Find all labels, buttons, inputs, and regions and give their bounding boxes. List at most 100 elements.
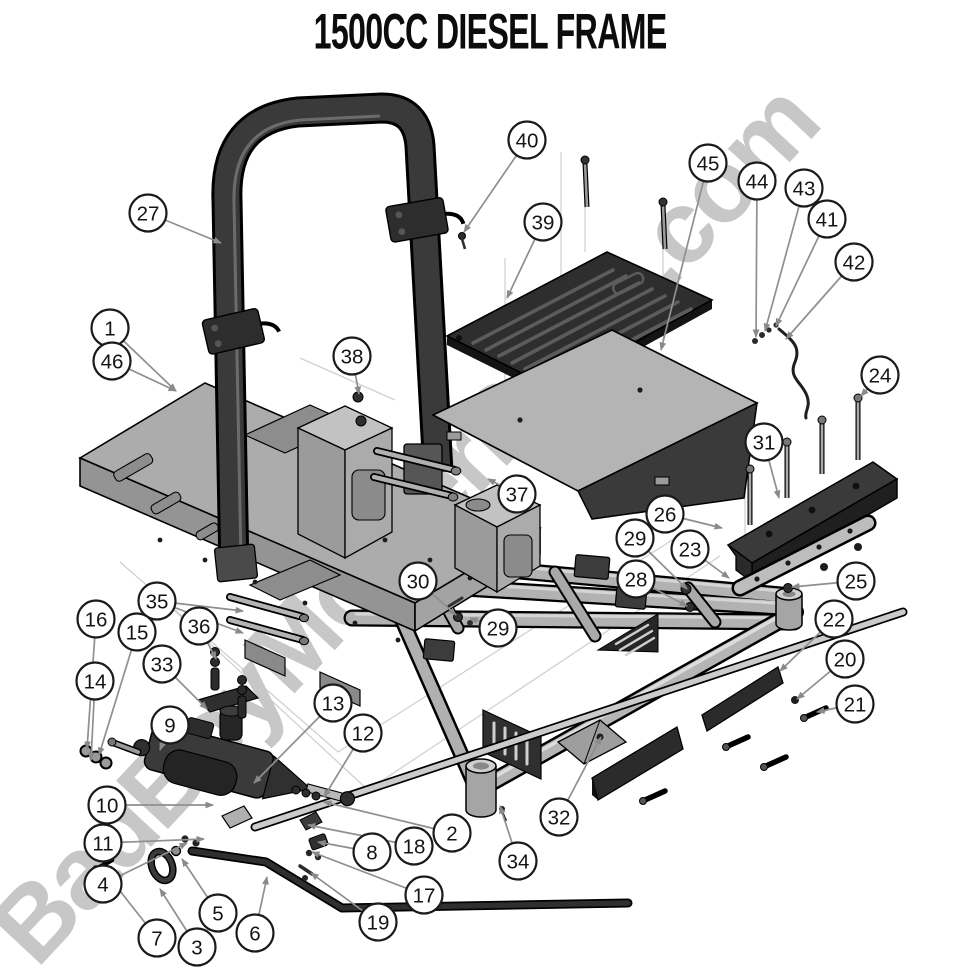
callout-20 xyxy=(825,639,865,679)
callout-label-13: 13 xyxy=(322,693,345,716)
callout-label-44: 44 xyxy=(746,171,769,194)
callout-label-35: 35 xyxy=(146,591,169,614)
frame-hardware xyxy=(447,543,862,822)
callout-label-4: 4 xyxy=(97,874,108,897)
callout-11 xyxy=(83,823,123,863)
bumper-blades xyxy=(591,665,784,801)
callout-37 xyxy=(497,474,537,514)
callout-16 xyxy=(76,599,116,639)
steering-rod xyxy=(221,607,908,832)
callout-26 xyxy=(645,494,685,534)
leader-line xyxy=(97,631,138,756)
cable xyxy=(777,327,810,420)
callout-label-29: 29 xyxy=(487,618,510,641)
callout-label-34: 34 xyxy=(507,851,530,874)
callout-44 xyxy=(737,161,777,201)
callout-label-6: 6 xyxy=(249,923,260,946)
callout-9 xyxy=(150,705,190,745)
leader-line xyxy=(323,800,453,834)
callout-39 xyxy=(523,202,563,242)
callout-label-46: 46 xyxy=(101,351,124,374)
callout-46 xyxy=(92,341,132,381)
clevis-pins xyxy=(226,593,309,646)
callout-17 xyxy=(404,875,444,915)
callout-label-16: 16 xyxy=(85,609,108,632)
callout-31 xyxy=(744,422,784,462)
callout-label-26: 26 xyxy=(654,504,677,527)
callout-25 xyxy=(836,561,876,601)
callout-42 xyxy=(834,242,874,282)
callout-label-30: 30 xyxy=(407,571,430,594)
callout-label-36: 36 xyxy=(188,616,211,639)
callout-8 xyxy=(352,832,392,872)
callout-label-11: 11 xyxy=(92,833,113,856)
callout-22 xyxy=(814,599,854,639)
page-title: 1500CC DIESEL FRAME xyxy=(313,3,668,60)
callout-12 xyxy=(343,713,383,753)
callout-2 xyxy=(432,813,472,853)
callout-28 xyxy=(616,559,656,599)
callout-label-43: 43 xyxy=(793,178,816,201)
caster-sleeve-right xyxy=(775,587,803,631)
callout-19 xyxy=(358,902,398,942)
mount-box-left xyxy=(296,405,394,560)
callout-29 xyxy=(478,608,518,648)
callout-label-14: 14 xyxy=(84,671,107,694)
callout-label-2: 2 xyxy=(446,823,457,846)
callout-32 xyxy=(539,797,579,837)
callout-label-41: 41 xyxy=(816,209,839,232)
top-screws xyxy=(458,155,668,250)
callout-23 xyxy=(670,529,710,569)
callout-label-38: 38 xyxy=(341,346,364,369)
callout-27 xyxy=(128,193,168,233)
hardware-cluster xyxy=(298,811,329,881)
callout-label-18: 18 xyxy=(403,836,426,859)
callout-34 xyxy=(498,841,538,881)
callout-label-33: 33 xyxy=(151,654,174,677)
callout-label-20: 20 xyxy=(834,649,857,672)
callout-38 xyxy=(332,336,372,376)
callout-label-28: 28 xyxy=(625,569,648,592)
callout-label-3: 3 xyxy=(191,937,202,960)
title-bar: 1500CC DIESEL FRAME xyxy=(0,2,980,59)
callout-40 xyxy=(507,120,547,160)
callout-label-32: 32 xyxy=(548,807,571,830)
callout-30 xyxy=(398,561,438,601)
callout-3 xyxy=(177,927,217,967)
callout-5 xyxy=(198,893,238,933)
callout-6 xyxy=(235,913,275,953)
callout-45 xyxy=(688,143,728,183)
callout-14 xyxy=(75,661,115,701)
callout-36 xyxy=(179,606,219,646)
callout-33 xyxy=(142,644,182,684)
leader-line xyxy=(763,187,805,332)
callout-label-37: 37 xyxy=(506,484,529,507)
callout-label-7: 7 xyxy=(151,928,162,951)
callout-4 xyxy=(83,864,123,904)
callout-label-21: 21 xyxy=(844,694,867,717)
callout-label-24: 24 xyxy=(869,365,892,388)
callout-label-40: 40 xyxy=(516,130,539,153)
frame-artwork xyxy=(78,92,908,913)
caster-sleeve-left xyxy=(465,758,497,818)
callout-label-22: 22 xyxy=(823,609,846,632)
callout-label-45: 45 xyxy=(697,153,720,176)
callout-label-12: 12 xyxy=(352,723,375,746)
heat-shield-panel xyxy=(431,329,759,520)
callout-29 xyxy=(615,518,655,558)
callout-43 xyxy=(784,168,824,208)
callout-label-17: 17 xyxy=(413,885,436,908)
callout-label-31: 31 xyxy=(753,432,776,455)
callout-13 xyxy=(313,683,353,723)
callout-41 xyxy=(807,199,847,239)
callout-label-15: 15 xyxy=(126,622,149,645)
callout-21 xyxy=(835,684,875,724)
callout-label-39: 39 xyxy=(532,212,555,235)
callout-label-19: 19 xyxy=(367,912,390,935)
callout-15 xyxy=(117,612,157,652)
weight-strap xyxy=(731,514,877,597)
callout-18 xyxy=(394,826,434,866)
callout-7 xyxy=(137,918,177,958)
